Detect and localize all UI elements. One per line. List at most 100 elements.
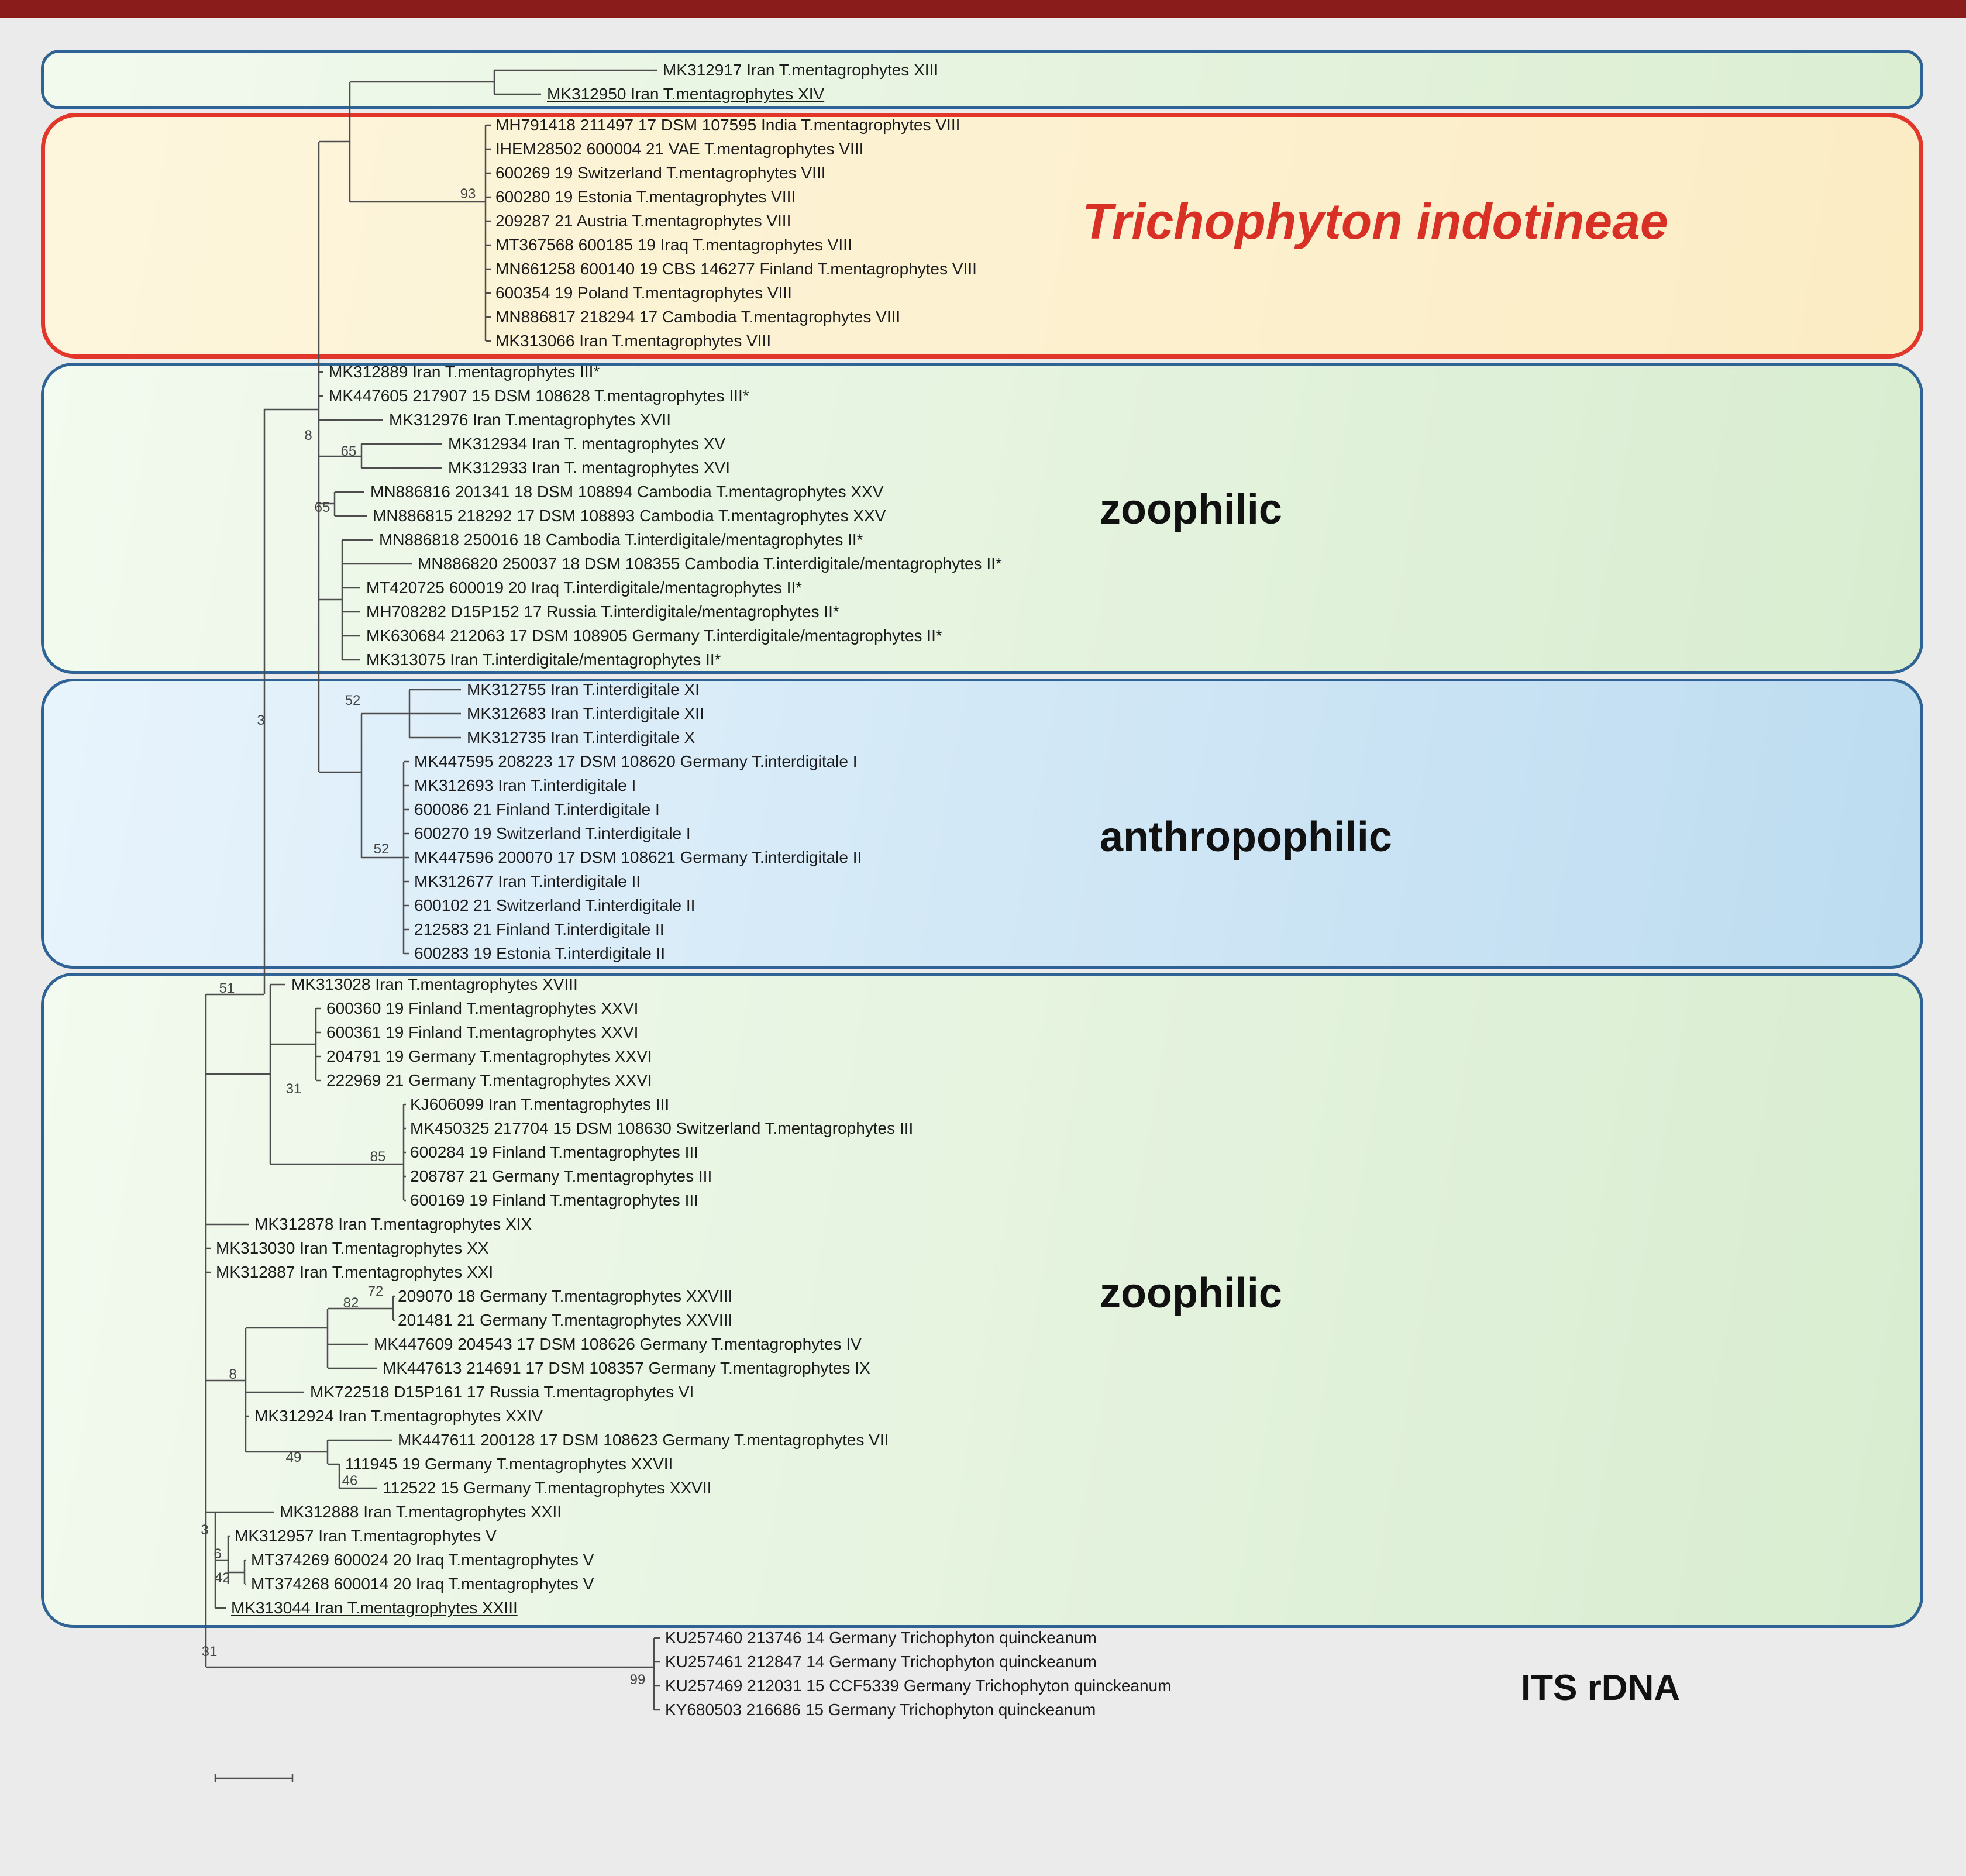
clade-anthropophilic — [319, 689, 461, 955]
taxon-label: 600354 19 Poland T.mentagrophytes VIII — [495, 284, 792, 302]
taxon-label: 600270 19 Switzerland T.interdigitale I — [414, 824, 691, 842]
bootstrap-value: 3 — [201, 1522, 209, 1538]
taxon-label: 600283 19 Estonia T.interdigitale II — [414, 944, 666, 962]
taxon-label: MK630684 212063 17 DSM 108905 Germany T.… — [366, 627, 942, 645]
scale-bar — [214, 1774, 294, 1782]
taxon-label: 600169 19 Finland T.mentagrophytes III — [410, 1191, 698, 1209]
taxon-label: 600280 19 Estonia T.mentagrophytes VIII — [495, 188, 796, 206]
bootstrap-value: 99 — [629, 1672, 646, 1688]
group-label-anthropophilic: anthropophilic — [1100, 814, 1392, 860]
taxon-label: MT420725 600019 20 Iraq T.interdigitale/… — [366, 579, 803, 597]
taxon-label: MK447609 204543 17 DSM 108626 Germany T.… — [374, 1335, 862, 1353]
bootstrap-value: 3 — [257, 712, 265, 728]
taxon-label: MH791418 211497 17 DSM 107595 India T.me… — [495, 116, 960, 134]
taxon-label: KY680503 216686 15 Germany Trichophyton … — [665, 1701, 1096, 1719]
taxon-label: MK312887 Iran T.mentagrophytes XXI — [216, 1263, 494, 1281]
taxon-label: MK313030 Iran T.mentagrophytes XX — [216, 1239, 489, 1257]
group-label-zoophilic-upper: zoophilic — [1100, 486, 1282, 533]
taxon-label: MK450325 217704 15 DSM 108630 Switzerlan… — [410, 1119, 914, 1137]
marker-label-its-rdna: ITS rDNA — [1521, 1668, 1681, 1708]
bootstrap-value: 85 — [370, 1149, 386, 1165]
taxon-label: MK312889 Iran T.mentagrophytes III* — [329, 363, 600, 381]
bootstrap-value: 49 — [285, 1450, 302, 1465]
group-label-indotineae: Trichophyton indotineae — [1082, 194, 1668, 250]
taxon-label: 209070 18 Germany T.mentagrophytes XXVII… — [398, 1287, 733, 1305]
group-label-zoophilic-lower: zoophilic — [1100, 1270, 1282, 1317]
taxon-label: 111945 19 Germany T.mentagrophytes XXVII — [345, 1455, 673, 1473]
taxon-label: MK312683 Iran T.interdigitale XII — [467, 704, 704, 722]
bootstrap-value: 31 — [201, 1644, 218, 1660]
taxon-label: 208787 21 Germany T.mentagrophytes III — [410, 1167, 712, 1185]
taxon-label: 212583 21 Finland T.interdigitale II — [414, 920, 664, 938]
bootstrap-value: 6 — [214, 1546, 222, 1562]
taxon-label: MN886816 201341 18 DSM 108894 Cambodia T… — [370, 483, 884, 501]
taxon-label: 600269 19 Switzerland T.mentagrophytes V… — [495, 164, 826, 182]
taxon-label: MK447611 200128 17 DSM 108623 Germany T.… — [398, 1431, 889, 1449]
bootstrap-value: 52 — [373, 841, 390, 857]
taxon-label: MH708282 D15P152 17 Russia T.interdigita… — [366, 603, 839, 621]
taxon-label: 222969 21 Germany T.mentagrophytes XXVI — [326, 1071, 652, 1089]
bootstrap-value: 52 — [345, 693, 361, 708]
group-box-indotineae — [41, 113, 1923, 359]
taxon-label: MK312693 Iran T.interdigitale I — [414, 776, 636, 794]
taxon-label: 600086 21 Finland T.interdigitale I — [414, 800, 660, 818]
group-box-zoophilic-upper — [41, 363, 1923, 674]
taxon-label: MK312735 Iran T.interdigitale X — [467, 728, 695, 746]
taxon-label: 204791 19 Germany T.mentagrophytes XXVI — [326, 1047, 652, 1065]
taxon-label: MK722518 D15P161 17 Russia T.mentagrophy… — [310, 1383, 694, 1401]
group-box-mentagrophytes-xiii-xiv — [41, 50, 1923, 109]
top-banner — [0, 0, 1966, 18]
taxon-label: MN886820 250037 18 DSM 108355 Cambodia T… — [418, 555, 1002, 573]
taxon-label: MT374268 600014 20 Iraq T.mentagrophytes… — [251, 1575, 594, 1593]
taxon-label: KJ606099 Iran T.mentagrophytes III — [410, 1095, 670, 1113]
bootstrap-value: 51 — [219, 980, 235, 996]
taxon-label: MK312934 Iran T. mentagrophytes XV — [448, 435, 726, 453]
bootstrap-value: 8 — [229, 1366, 237, 1382]
taxon-label: MT367568 600185 19 Iraq T.mentagrophytes… — [495, 236, 852, 254]
taxon-label: MK447595 208223 17 DSM 108620 Germany T.… — [414, 752, 858, 770]
taxon-label: MK313044 Iran T.mentagrophytes XXIII — [231, 1599, 518, 1617]
clade-indotineae — [350, 124, 491, 342]
taxon-label: MK312976 Iran T.mentagrophytes XVII — [389, 411, 671, 429]
taxon-label: 600361 19 Finland T.mentagrophytes XXVI — [326, 1023, 639, 1041]
taxon-label: 600284 19 Finland T.mentagrophytes III — [410, 1143, 698, 1161]
taxon-label: KU257469 212031 15 CCF5339 Germany Trich… — [665, 1677, 1172, 1695]
taxon-label: MK447596 200070 17 DSM 108621 Germany T.… — [414, 848, 862, 866]
bootstrap-value: 42 — [214, 1570, 230, 1586]
taxon-label: MK313028 Iran T.mentagrophytes XVIII — [291, 975, 578, 993]
taxon-label: IHEM28502 600004 21 VAE T.mentagrophytes… — [495, 140, 864, 158]
taxon-label: 600102 21 Switzerland T.interdigitale II — [414, 896, 695, 914]
taxon-label: 209287 21 Austria T.mentagrophytes VIII — [495, 212, 791, 230]
clade-zoophilic-lower — [206, 983, 406, 1609]
taxon-label: MK313075 Iran T.interdigitale/mentagroph… — [366, 650, 721, 669]
taxon-label: MK312878 Iran T.mentagrophytes XIX — [254, 1215, 532, 1233]
bootstrap-value: 82 — [343, 1295, 359, 1311]
taxon-label: MN886818 250016 18 Cambodia T.interdigit… — [379, 531, 863, 549]
group-box-zoophilic-lower — [41, 973, 1923, 1628]
taxon-label: MN661258 600140 19 CBS 146277 Finland T.… — [495, 260, 977, 278]
taxon-label: MK312888 Iran T.mentagrophytes XXII — [280, 1503, 562, 1521]
taxon-label: 112522 15 Germany T.mentagrophytes XXVII — [383, 1479, 712, 1497]
bootstrap-value: 46 — [342, 1473, 358, 1489]
taxon-label: MK312933 Iran T. mentagrophytes XVI — [448, 459, 730, 477]
taxon-label: MK447613 214691 17 DSM 108357 Germany T.… — [383, 1359, 870, 1377]
taxon-label: MN886817 218294 17 Cambodia T.mentagroph… — [495, 308, 901, 326]
taxon-label: KU257461 212847 14 Germany Trichophyton … — [665, 1653, 1097, 1671]
bootstrap-value: 65 — [314, 500, 330, 515]
taxon-label: KU257460 213746 14 Germany Trichophyton … — [665, 1629, 1097, 1647]
taxon-label: 201481 21 Germany T.mentagrophytes XXVII… — [398, 1311, 733, 1329]
taxon-label: MK312755 Iran T.interdigitale XI — [467, 680, 700, 698]
bootstrap-value: 8 — [304, 428, 312, 443]
group-box-anthropophilic — [41, 679, 1923, 969]
clade-a-xiii-xiv — [349, 69, 657, 202]
bootstrap-value: 65 — [340, 443, 357, 459]
taxon-label: MK312677 Iran T.interdigitale II — [414, 872, 641, 890]
taxon-label: MT374269 600024 20 Iraq T.mentagrophytes… — [251, 1551, 594, 1569]
taxon-label: MK312924 Iran T.mentagrophytes XXIV — [254, 1407, 543, 1425]
bootstrap-value: 72 — [367, 1283, 384, 1299]
clade-zoophilic-upper — [319, 371, 442, 661]
taxon-label: MK447605 217907 15 DSM 108628 T.mentagro… — [329, 387, 749, 405]
clade-outgroup-quinckeanum — [206, 1637, 660, 1711]
